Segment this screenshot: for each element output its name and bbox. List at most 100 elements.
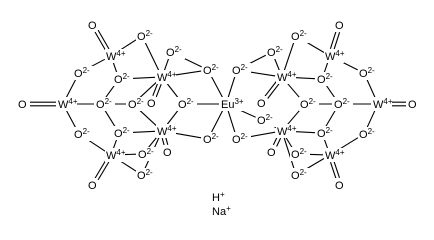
bond-lines — [30, 29, 406, 181]
atom-label-backdrop — [202, 132, 222, 146]
atom-symbol: O — [232, 65, 241, 77]
double-bond-line — [155, 84, 162, 98]
single-bond-line — [112, 62, 118, 73]
atom-label-w: W4+ — [373, 97, 393, 111]
atom-symbol: O — [257, 115, 266, 127]
atom-symbol: O — [359, 129, 368, 141]
atom-charge: 2- — [147, 147, 154, 156]
atom-label-backdrop — [113, 72, 133, 86]
double-bond-line — [333, 160, 341, 178]
atom-symbol: O — [163, 147, 172, 159]
counterion-symbol: Na — [212, 206, 227, 218]
atom-charge: 2- — [175, 45, 182, 54]
atom-label-backdrop — [324, 49, 344, 63]
atom-label-w: W4+ — [157, 124, 177, 138]
atom-label-o: O2- — [178, 97, 194, 111]
atom-symbol: O — [317, 128, 326, 140]
atom-label-backdrop — [358, 127, 378, 141]
atom-symbol: W — [106, 150, 117, 162]
atom-symbol: O — [88, 180, 97, 192]
atom-label-backdrop — [95, 97, 115, 111]
atom-label-o: O — [88, 180, 97, 192]
atom-label-w: W4+ — [277, 124, 297, 138]
atom-charge: 2- — [241, 132, 248, 141]
atom-symbol: O — [74, 129, 83, 141]
atom-charge: 4+ — [287, 70, 296, 79]
atom-label-o: O2- — [203, 63, 219, 77]
atom-charge: 2- — [368, 66, 375, 75]
atom-label-backdrop — [202, 63, 222, 77]
atom-label-o: O2- — [74, 127, 90, 141]
atom-label-o: O2- — [334, 97, 350, 111]
atom-label-backdrop — [358, 66, 378, 80]
atom-charge: 2- — [300, 147, 307, 156]
counterion-charge: + — [220, 190, 225, 199]
atom-label-o: O — [335, 20, 344, 32]
atom-symbol: O — [138, 149, 147, 161]
atom-label-backdrop — [334, 178, 344, 192]
atom-symbol: O — [96, 99, 105, 111]
atom-charge: 2- — [187, 97, 194, 106]
single-bond-line — [112, 139, 118, 149]
atom-label-w: W4+ — [106, 49, 126, 63]
atom-label-o: O — [267, 147, 276, 159]
atom-label-o: O — [18, 99, 27, 111]
atom-symbol: O — [334, 99, 343, 111]
atom-label-eu: Eu3+ — [221, 97, 244, 111]
atom-symbol: W — [373, 99, 384, 111]
atom-label-o: O — [257, 98, 266, 110]
atom-label-backdrop — [146, 96, 156, 110]
single-bond-line — [137, 81, 158, 100]
double-bond-line — [152, 82, 159, 96]
atom-charge: 4+ — [335, 49, 344, 58]
atom-label-backdrop — [276, 70, 296, 84]
atom-label-backdrop — [73, 127, 93, 141]
atom-label-backdrop — [57, 97, 77, 111]
atom-label-backdrop — [113, 126, 133, 140]
atom-label-backdrop — [231, 63, 251, 77]
atom-symbol: O — [359, 68, 368, 80]
atom-label-w: W4+ — [106, 148, 126, 162]
atom-label-backdrop — [334, 18, 344, 32]
atom-charge: 2- — [105, 97, 112, 106]
atom-label-backdrop — [127, 97, 147, 111]
single-bond-line — [283, 137, 295, 169]
atom-charge: 2- — [212, 63, 219, 72]
atom-label-backdrop — [105, 49, 125, 63]
atom-charge: 4+ — [167, 124, 176, 133]
double-bond-line — [161, 138, 165, 146]
atom-label-backdrop — [316, 72, 336, 86]
atom-symbol: O — [74, 68, 83, 80]
atom-symbol: O — [178, 99, 187, 111]
atom-charge: 4+ — [68, 97, 77, 106]
double-bond-line — [165, 137, 169, 145]
counterion-h: H+ — [212, 190, 225, 204]
atom-symbol: W — [277, 72, 288, 84]
atom-symbol: O — [335, 20, 344, 32]
single-bond-line — [285, 136, 293, 149]
atom-label-backdrop — [266, 145, 276, 159]
atom-label-w: W4+ — [58, 97, 78, 111]
atom-label-w: W4+ — [325, 49, 345, 63]
atom-symbol: O — [408, 99, 417, 111]
atom-charge: 2- — [326, 126, 333, 135]
atom-label-backdrop — [276, 124, 296, 138]
atom-symbol: W — [325, 51, 336, 63]
atom-label-backdrop — [231, 132, 251, 146]
atom-symbol: O — [114, 128, 123, 140]
atom-charge: 2- — [146, 168, 153, 177]
atom-label-o: O2- — [300, 97, 316, 111]
atom-label-o: O2- — [203, 132, 219, 146]
single-bond-line — [210, 75, 224, 99]
atom-label-backdrop — [290, 29, 310, 43]
atom-label-backdrop — [136, 29, 156, 43]
atom-symbol: O — [114, 74, 123, 86]
atom-charge: 2- — [300, 168, 307, 177]
atom-symbol: W — [277, 126, 288, 138]
atom-charge: 4+ — [116, 49, 125, 58]
atom-label-backdrop — [266, 45, 286, 59]
single-bond-line — [65, 78, 77, 99]
atom-label-o: O2- — [291, 147, 307, 161]
single-bond-line — [163, 58, 170, 71]
